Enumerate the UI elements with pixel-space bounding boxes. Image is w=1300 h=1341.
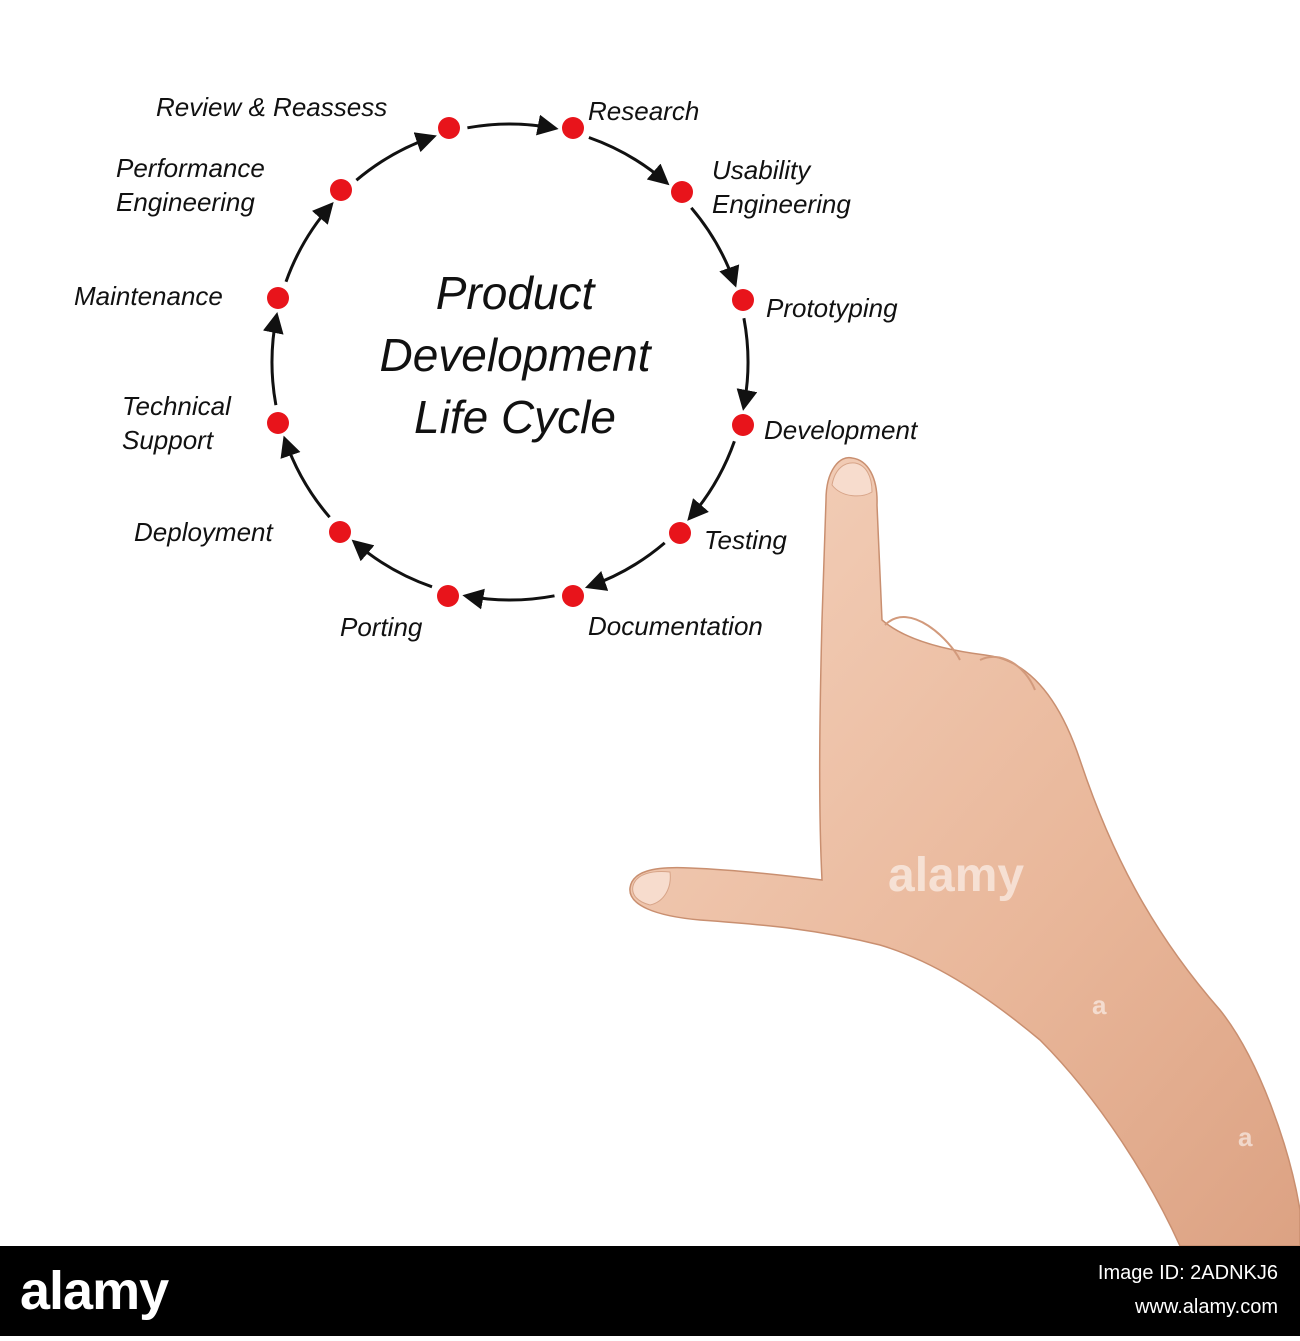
cycle-nodes <box>267 117 754 607</box>
cycle-arrow <box>687 440 736 521</box>
diagram-title: Product Development Life Cycle <box>379 267 651 443</box>
step-label-maintenance: Maintenance <box>74 281 223 311</box>
step-label-prototyping: Prototyping <box>766 293 898 323</box>
alamy-logo: alamy <box>20 1261 169 1321</box>
node-prototyping <box>732 289 754 311</box>
step-label-testing: Testing <box>704 525 787 555</box>
node-performance-engineering <box>330 179 352 201</box>
node-testing <box>669 522 691 544</box>
node-deployment <box>329 521 351 543</box>
step-label-usability-engineering: Usability Engineering <box>712 155 851 219</box>
cycle-arrow <box>462 588 555 610</box>
pointing-hand-illustration <box>629 456 1300 1247</box>
node-maintenance <box>267 287 289 309</box>
cycle-arrow <box>262 311 284 406</box>
step-label-deployment: Deployment <box>134 517 273 547</box>
step-label-performance-engineering: Performance Engineering <box>116 153 265 217</box>
cycle-arrow <box>584 541 666 591</box>
node-porting <box>437 585 459 607</box>
watermark-small-1: a <box>1092 990 1107 1020</box>
footer-url[interactable]: www.alamy.com <box>1135 1296 1278 1318</box>
node-documentation <box>562 585 584 607</box>
cycle-arrow <box>284 202 334 283</box>
step-label-research: Research <box>588 96 700 126</box>
cycle-arrow <box>588 136 670 186</box>
watermark-center: alamy <box>888 849 1025 902</box>
node-review-reassess <box>438 117 460 139</box>
node-technical-support <box>267 412 289 434</box>
image-id: Image ID: 2ADNKJ6 <box>1097 1262 1278 1284</box>
step-label-technical-support: Technical Support <box>122 391 231 455</box>
cycle-arrow <box>736 317 758 411</box>
step-label-development: Development <box>764 415 918 445</box>
step-label-documentation: Documentation <box>588 611 763 641</box>
cycle-arrows <box>262 114 758 610</box>
footer-bar: alamy Image ID: 2ADNKJ6 www.alamy.com <box>0 1246 1300 1336</box>
node-development <box>732 414 754 436</box>
cycle-arrow <box>280 435 331 519</box>
cycle-arrow <box>467 114 559 136</box>
node-usability-engineering <box>671 181 693 203</box>
cycle-arrow <box>690 206 740 288</box>
step-label-review-reassess: Review & Reassess <box>156 92 388 122</box>
node-research <box>562 117 584 139</box>
watermark-small-2: a <box>1238 1122 1253 1152</box>
cycle-arrow <box>355 132 437 182</box>
cycle-arrow <box>351 539 433 589</box>
step-label-porting: Porting <box>340 612 423 642</box>
